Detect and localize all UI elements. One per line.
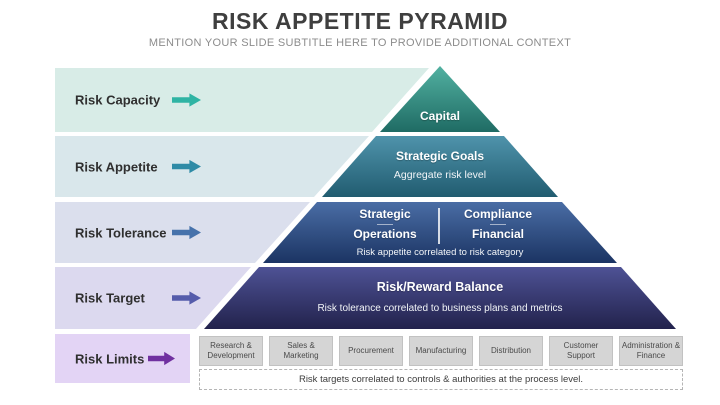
band-risk-limits: Risk Limits <box>55 334 190 383</box>
process-box: Sales & Marketing <box>269 336 333 366</box>
process-box: Customer Support <box>549 336 613 366</box>
band-risk-tolerance: Risk Tolerance <box>55 202 310 263</box>
category-label: Financial <box>471 227 524 241</box>
level-caption: Aggregate risk level <box>393 169 487 181</box>
risk-category-left-column: Strategic Operations <box>317 207 453 242</box>
risk-category-right-column: Compliance Financial <box>430 207 566 242</box>
band-label: Risk Capacity <box>75 92 161 108</box>
band-label: Risk Target <box>75 290 145 306</box>
level-title: Capital <box>419 109 460 123</box>
band-label: Risk Tolerance <box>75 225 167 240</box>
process-box: Research & Development <box>199 336 263 366</box>
process-level-note: Risk targets correlated to controls & au… <box>199 369 683 390</box>
right-arrow-icon <box>148 351 175 366</box>
band-risk-appetite: Risk Appetite <box>55 136 369 197</box>
band-risk-capacity: Risk Capacity <box>55 68 429 132</box>
level-caption: Risk appetite correlated to risk categor… <box>356 247 524 258</box>
process-box: Manufacturing <box>409 336 473 366</box>
level-caption: Risk tolerance correlated to business pl… <box>317 303 563 314</box>
right-arrow-icon <box>172 225 201 240</box>
right-arrow-icon <box>172 291 201 305</box>
slide-title: RISK APPETITE PYRAMID <box>212 8 508 34</box>
underline-accent <box>490 224 506 225</box>
underline-accent <box>377 224 393 225</box>
band-label: Risk Limits <box>75 351 145 366</box>
band-label: Risk Appetite <box>75 159 158 174</box>
right-arrow-icon <box>172 93 201 107</box>
column-divider <box>438 208 440 244</box>
slide-subtitle: MENTION YOUR SLIDE SUBTITLE HERE TO PROV… <box>148 37 572 49</box>
category-label: Operations <box>353 227 417 241</box>
pyramid-level-risk-category: Strategic Operations Compliance Financia… <box>263 202 617 263</box>
process-box-row: Research & Development Sales & Marketing… <box>199 336 683 366</box>
process-box: Administration & Finance <box>619 336 683 366</box>
pyramid-level-risk-reward: Risk/Reward Balance Risk tolerance corre… <box>204 267 676 329</box>
level-title: Risk/Reward Balance <box>376 280 504 294</box>
process-box: Procurement <box>339 336 403 366</box>
process-box: Distribution <box>479 336 543 366</box>
right-arrow-icon <box>172 159 201 174</box>
category-label: Compliance <box>463 207 532 221</box>
category-label: Strategic <box>359 207 411 221</box>
level-title: Strategic Goals <box>395 149 485 163</box>
